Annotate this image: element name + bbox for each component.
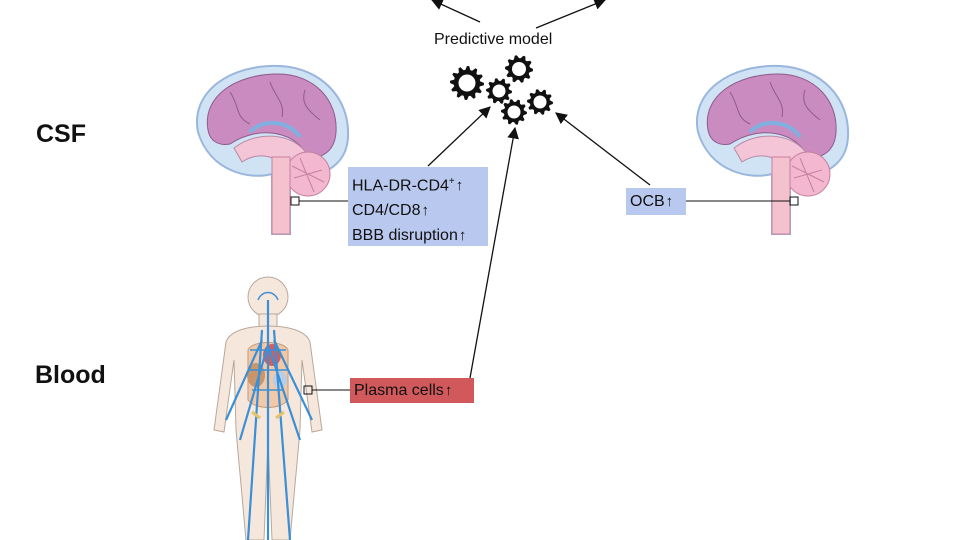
brain-sagittal-icon-left bbox=[195, 64, 350, 235]
human-body-vessels-icon bbox=[213, 276, 323, 540]
arrow-blood-to-model bbox=[469, 126, 519, 379]
marker-ocb-text: OCB bbox=[630, 193, 665, 210]
marker-cd4-cd8: CD4/CD8↑ bbox=[352, 198, 484, 223]
up-arrow-icon: ↑ bbox=[665, 193, 674, 210]
csf-right-sample-marker bbox=[789, 196, 799, 206]
gear-hole bbox=[458, 74, 476, 92]
gear-hole bbox=[512, 62, 526, 76]
up-arrow-icon: ↑ bbox=[455, 177, 464, 195]
arrow-csf-left-to-model bbox=[427, 106, 491, 167]
marker-bbb-disruption-text: BBB disruption bbox=[352, 227, 458, 245]
up-arrow-icon: ↑ bbox=[444, 382, 453, 399]
gear-hole bbox=[533, 95, 547, 109]
up-arrow-icon: ↑ bbox=[458, 227, 467, 245]
predictive-model-label: Predictive model bbox=[434, 31, 553, 48]
marker-hla-dr-cd4-text: HLA-DR-CD4 bbox=[352, 177, 449, 195]
csf-right-marker-box: OCB↑ bbox=[626, 188, 686, 215]
top-right-arrow bbox=[535, 0, 607, 29]
up-arrow-icon: ↑ bbox=[421, 202, 429, 220]
marker-cd4-cd8-text: CD4/CD8 bbox=[352, 202, 421, 220]
marker-hla-dr-cd4: HLA-DR-CD4+↑ bbox=[352, 169, 484, 198]
gear-hole bbox=[492, 84, 506, 98]
arrow-csf-right-to-model bbox=[555, 112, 651, 186]
csf-left-marker-box: HLA-DR-CD4+↑ CD4/CD8↑ BBB disruption↑ bbox=[348, 167, 488, 246]
blood-marker-box: Plasma cells↑ bbox=[350, 378, 474, 403]
top-left-arrow bbox=[430, 0, 481, 23]
gears-icon bbox=[450, 55, 553, 125]
brain-sagittal-icon-right bbox=[695, 64, 850, 235]
marker-plasma-cells-text: Plasma cells bbox=[354, 382, 444, 399]
row-label-csf: CSF bbox=[36, 120, 86, 148]
marker-hla-dr-cd4-sup: + bbox=[448, 176, 455, 187]
row-label-blood: Blood bbox=[35, 361, 106, 389]
csf-left-sample-marker bbox=[290, 196, 300, 206]
gear-hole bbox=[507, 105, 521, 119]
marker-bbb-disruption: BBB disruption↑ bbox=[352, 223, 484, 248]
